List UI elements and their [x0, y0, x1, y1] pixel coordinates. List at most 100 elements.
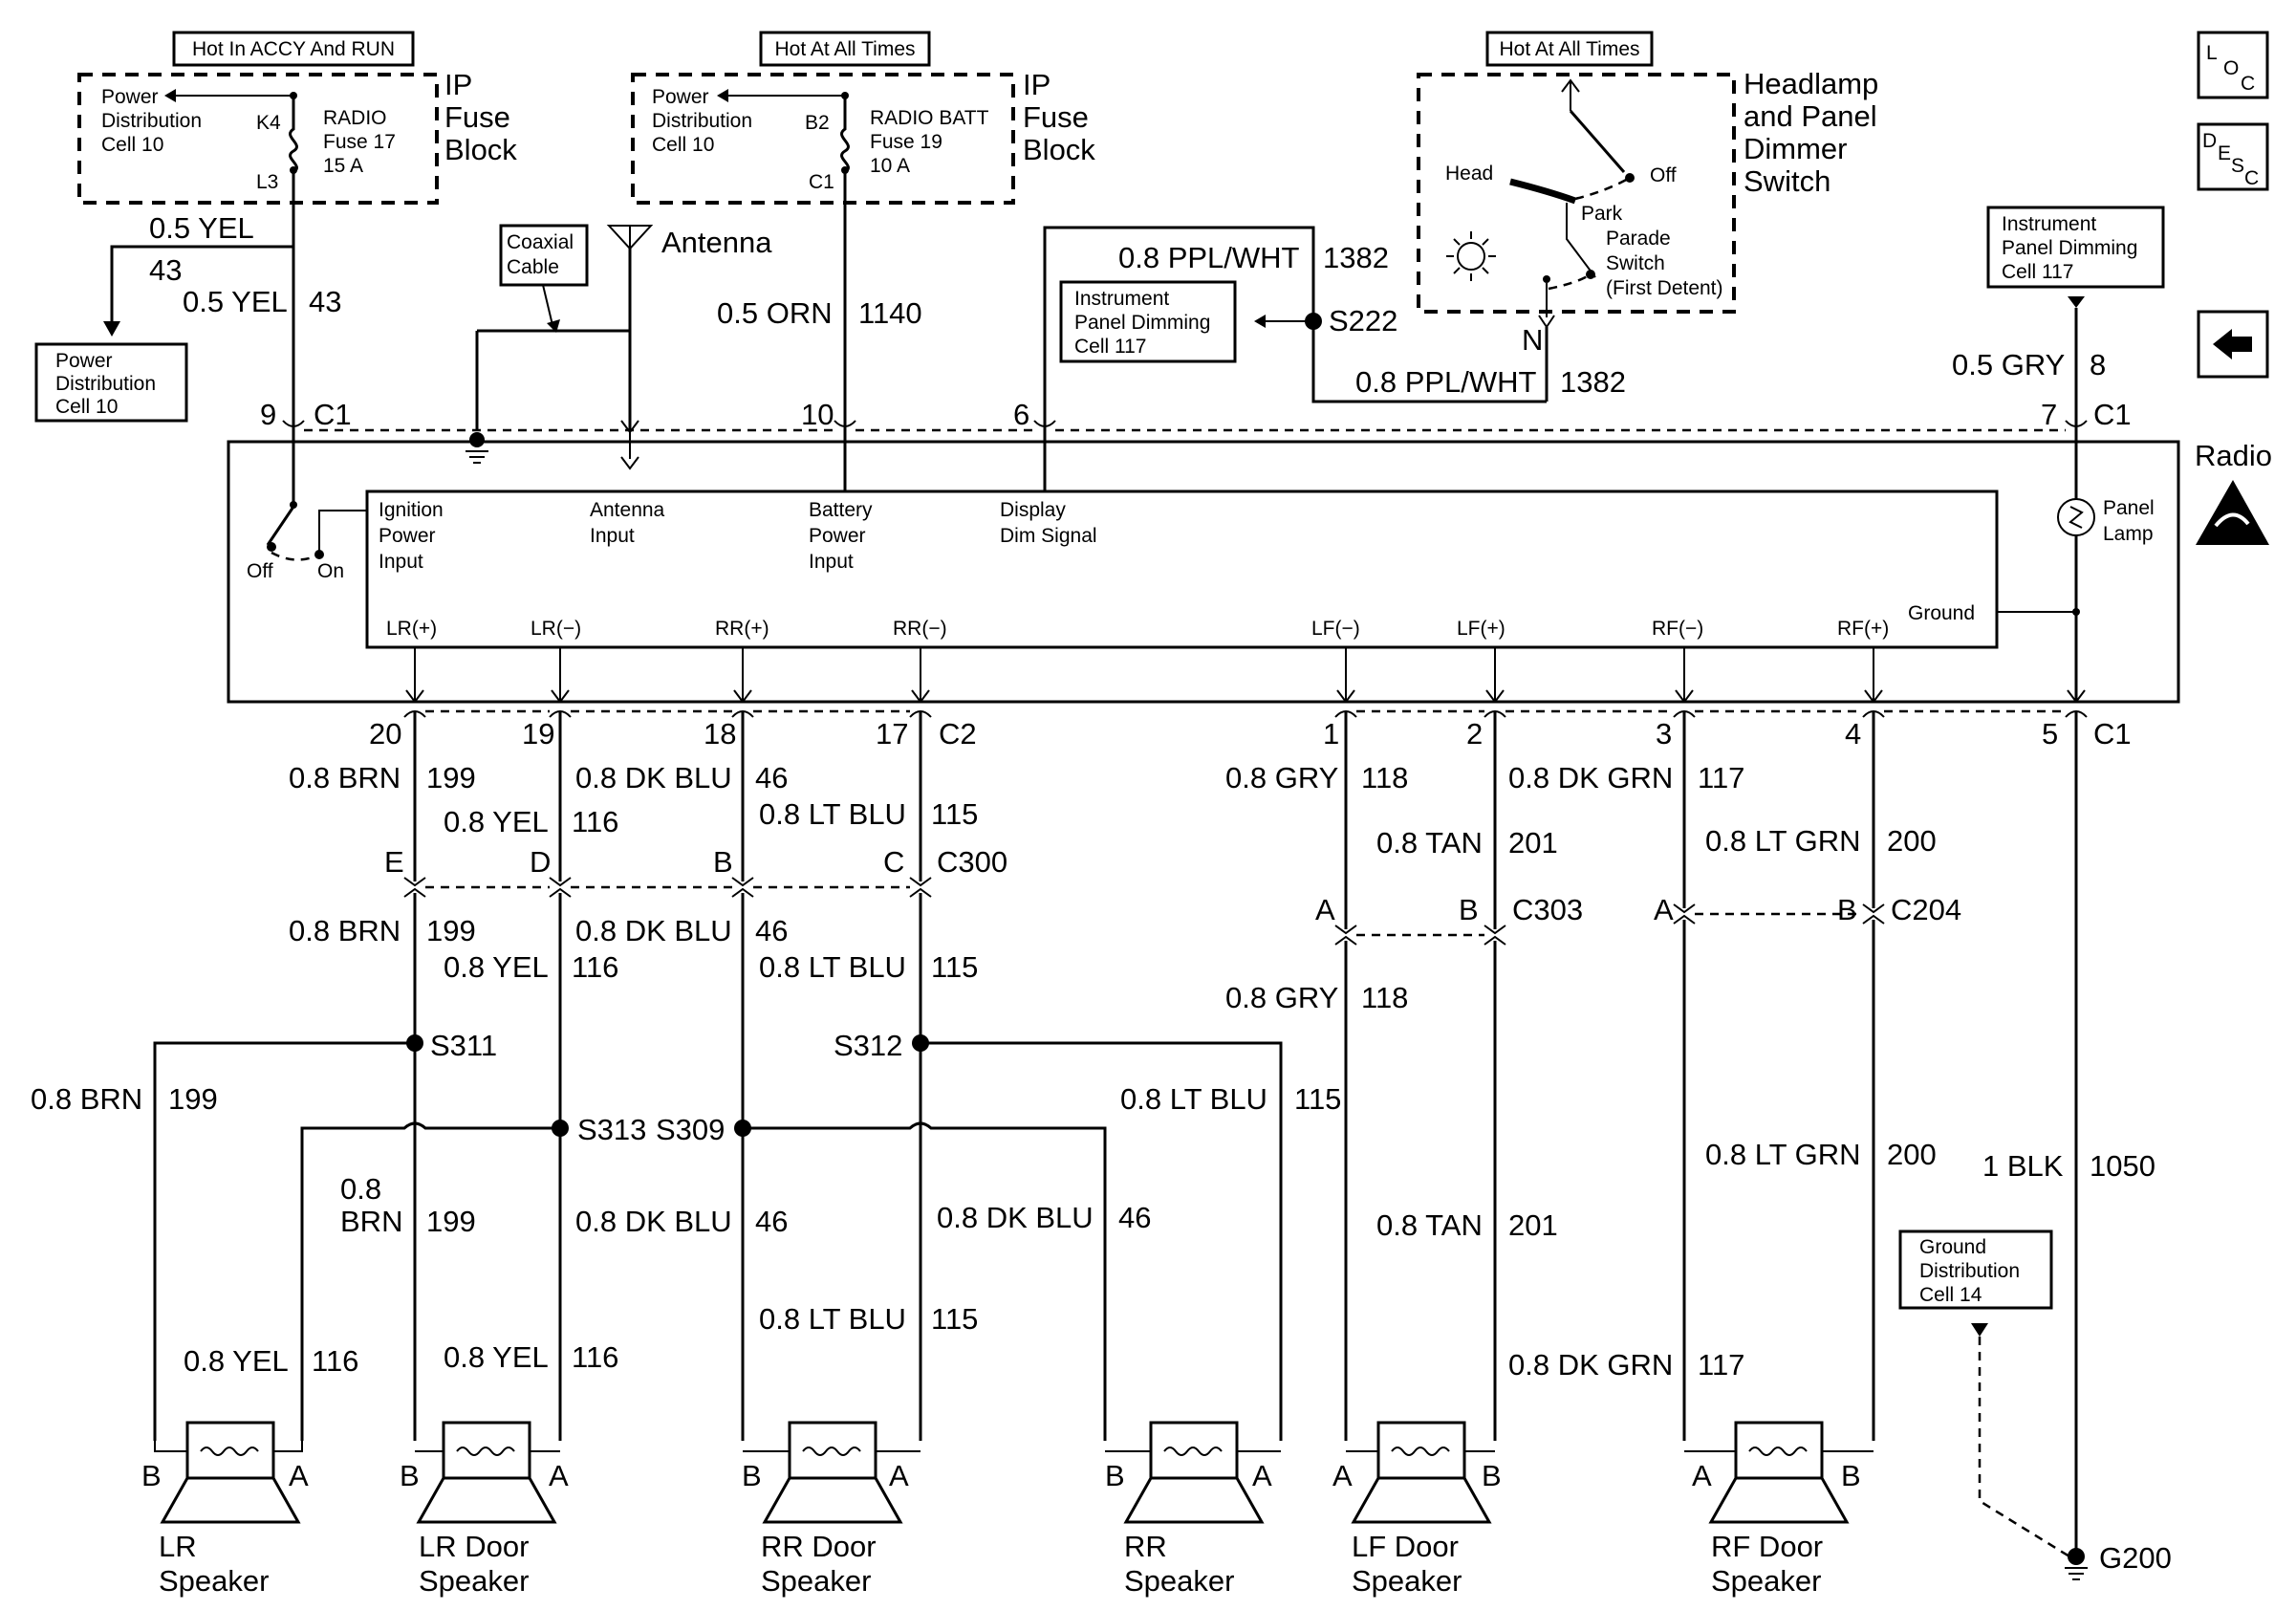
diagram-label: 116	[572, 950, 618, 984]
fuse-mid-block-label: Block	[1023, 133, 1095, 166]
dim-input-label: Display	[1000, 499, 1066, 521]
fuse-mid-block-label: Fuse	[1023, 100, 1089, 134]
c1-bottom-name: C1	[2093, 717, 2132, 751]
diagram-label: 0.8 DK BLU	[575, 1205, 732, 1238]
coax-box-line: Cable	[507, 256, 559, 278]
diagram-label: C	[2241, 73, 2255, 95]
diagram-label: 46	[755, 1205, 788, 1238]
diagram-label: A	[289, 1459, 309, 1492]
diagram-label: 118	[1361, 761, 1408, 794]
ground-dist-line: Cell 14	[1919, 1284, 1982, 1306]
term-rf-pos: RF(+)	[1837, 618, 1889, 640]
panel-lamp-icon	[2057, 498, 2095, 536]
diagram-label: 199	[426, 761, 476, 794]
ign-input-label: Ignition	[379, 499, 444, 521]
connector-labels: E D B C C300 A B C303 A B C204 S311 S312…	[384, 845, 1961, 1146]
wire-circuit-label: 8	[2090, 348, 2106, 381]
ip-fuse-block-left: Hot In ACCY And RUN Power Distribution C…	[77, 31, 517, 449]
fuse-left-name: Fuse 17	[323, 131, 396, 153]
fuse-left-pin-bottom: L3	[256, 171, 278, 193]
splice-s312: S312	[834, 1029, 902, 1062]
fuse-mid-name: 10 A	[870, 155, 910, 177]
diagram-label: Speaker	[419, 1564, 529, 1598]
diagram-label: 0.8 BRN	[31, 1082, 142, 1116]
ground-label: Ground	[1908, 602, 1975, 624]
diagram-label: D	[2202, 130, 2217, 152]
diagram-label: 116	[572, 805, 618, 838]
diagram-label: A	[1252, 1459, 1272, 1492]
diagram-label: 0.8 GRY	[1225, 981, 1338, 1014]
c2-pin: 18	[704, 717, 736, 751]
diagram-label: 200	[1887, 824, 1937, 858]
wire-color-label: 0.5 YEL	[183, 285, 288, 318]
diagram-label: B	[141, 1459, 162, 1492]
wire-color-label: 0.8 PPL/WHT	[1355, 365, 1537, 399]
switch-off-label: Off	[1650, 164, 1677, 186]
radio-module: Off On Ignition Power Input Antenna Inpu…	[227, 430, 2180, 704]
c1-top-name: C1	[2093, 398, 2132, 431]
antenna-group: Coaxial Cable Antenna	[466, 224, 772, 464]
diagram-label: Speaker	[1352, 1564, 1462, 1598]
diagram-label: 199	[426, 914, 476, 947]
diagram-label: A	[1692, 1459, 1712, 1492]
batt-input-label: Battery	[809, 499, 873, 521]
desc-icon: D E S C	[2197, 122, 2269, 191]
fuse-mid-dist-line: Power	[652, 86, 709, 108]
c1-bottom-pin: 1	[1323, 717, 1339, 751]
power-dist-box-line: Power	[55, 350, 113, 372]
diagram-label: B	[1482, 1459, 1502, 1492]
power-dist-box-line: Cell 10	[55, 396, 118, 418]
fuse-left-dist-line: Power	[101, 86, 159, 108]
fuse-left-dist-line: Distribution	[101, 110, 202, 132]
c1-top-pin: 6	[1013, 398, 1029, 431]
diagram-label: 0.8 YEL	[444, 805, 549, 838]
c303-pin: A	[1315, 893, 1335, 926]
ign-input-label: Power	[379, 525, 436, 547]
fuse-mid-pin-bottom: C1	[809, 171, 834, 193]
wire-color-label: 0.5 ORN	[717, 296, 833, 330]
c300-name: C300	[937, 845, 1007, 879]
ipd-right-line: Panel Dimming	[2002, 237, 2137, 259]
diagram-label: 0.8 TAN	[1376, 1208, 1483, 1242]
ipd-mid-line: Instrument	[1074, 288, 1169, 310]
ipd-right-line: Cell 117	[2002, 261, 2074, 283]
diagram-label: O	[2223, 57, 2239, 79]
diagram-label: LR	[159, 1530, 197, 1563]
ipd-right-line: Instrument	[2002, 213, 2096, 235]
wire-circuit-label: 1382	[1323, 241, 1389, 274]
fuse-mid-pin-top: B2	[805, 112, 830, 134]
c1-top-pin: 10	[801, 398, 834, 431]
diagram-label: E	[2218, 142, 2231, 164]
diagram-label: B	[400, 1459, 420, 1492]
batt-input-label: Input	[809, 551, 854, 573]
fuse-left-block-label: Block	[444, 133, 517, 166]
c1-top-pin: 9	[260, 398, 276, 431]
ant-input-label: Antenna	[590, 499, 665, 521]
diagram-label: 0.8 DK BLU	[575, 761, 732, 794]
wire-branch-power-dist: 0.5 YEL 43 Power Distribution Cell 10 0.…	[34, 211, 341, 423]
ign-on-label: On	[317, 560, 344, 582]
diagram-label: RR Door	[761, 1530, 877, 1563]
c204-pin: B	[1837, 893, 1857, 926]
wire-color-label: 0.8 PPL/WHT	[1118, 241, 1300, 274]
wire-circuit-label: 43	[149, 253, 182, 287]
wire-color-label: 0.5 GRY	[1952, 348, 2065, 381]
c1-bottom-pin: 3	[1656, 717, 1672, 751]
c1-bottom-pin: 5	[2042, 717, 2058, 751]
diagram-label: B	[1841, 1459, 1861, 1492]
diagram-label: C	[2244, 167, 2259, 189]
switch-head-label: Head	[1445, 163, 1493, 185]
back-arrow-icon[interactable]	[2197, 310, 2269, 379]
speaker-wires: Ground Distribution Cell 14 G200	[153, 711, 2172, 1580]
diagram-label: Speaker	[1711, 1564, 1821, 1598]
parade-label: Switch	[1606, 252, 1665, 274]
splice-s222: S222	[1329, 304, 1397, 337]
c1-bottom-pin: 2	[1466, 717, 1483, 751]
ant-input-label: Input	[590, 525, 635, 547]
parade-label: (First Detent)	[1606, 277, 1723, 299]
diagram-label: Speaker	[1124, 1564, 1234, 1598]
connector-c2-c1-bottom: 20 19 18 17 C2 1 2 3 4 5 C1	[369, 709, 2132, 751]
diagram-label: 0.8 LT GRN	[1705, 824, 1861, 858]
dim-input-label: Dim Signal	[1000, 525, 1097, 547]
coax-box-line: Coaxial	[507, 231, 574, 253]
